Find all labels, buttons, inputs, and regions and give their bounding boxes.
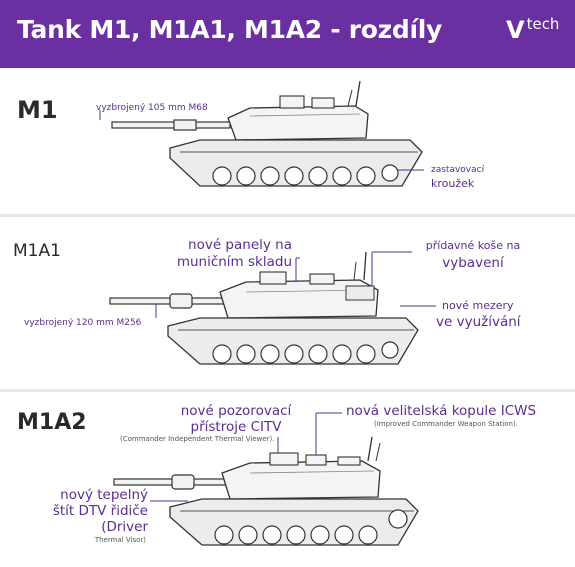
m1a1-gaps-label-1: nové mezery <box>442 299 514 312</box>
m1a1-panels-label-1: nové panely na <box>188 237 292 253</box>
section-divider-1 <box>0 214 575 217</box>
m1a1-gaps-label-2: ve využívání <box>436 314 521 330</box>
m1a1-armament-label: vyzbrojený 120 mm M256 <box>24 318 142 328</box>
tank-m1a2-illustration <box>113 412 419 546</box>
m1a2-citv-label-1: nové pozorovací <box>180 403 292 419</box>
variant-name-m1a1: M1A1 <box>13 241 61 261</box>
m1a2-dtv-label-3: (Driver <box>101 519 148 535</box>
m1a2-dtv-label-1: nový tepelný <box>60 487 148 503</box>
m1a2-dtv-sub: Thermal Visor) <box>94 536 146 544</box>
variant-name-m1: M1 <box>17 96 58 124</box>
logo-v: V <box>506 16 525 44</box>
m1a2-citv-sub: (Commander Independent Thermal Viewer). <box>120 435 275 443</box>
m1a2-citv-label-2: přístroje CITV <box>190 419 282 435</box>
m1a2-icws-sub: (Improved Commander Weapon Station). <box>374 420 518 428</box>
m1a1-baskets-label-1: přídavné koše na <box>425 239 521 252</box>
m1a2-dtv-label-2: štít DTV řidiče <box>52 503 148 519</box>
m1a1-baskets-label-2: vybavení <box>442 255 504 271</box>
page-title: Tank M1, M1A1, M1A2 - rozdíly <box>17 15 443 44</box>
tank-m1a1-illustration <box>109 251 436 365</box>
section-divider-2 <box>0 389 575 392</box>
m1-armament-label: vyzbrojený 105 mm M68 <box>96 103 208 113</box>
logo-tech: tech <box>526 15 560 33</box>
m1a1-panels-label-2: muničním skladu <box>176 254 292 270</box>
variant-name-m1a2: M1A2 <box>17 410 87 435</box>
m1a2-icws-label: nová velitelská kopule ICWS <box>346 403 537 419</box>
m1-ring-label-2: kroužek <box>431 177 475 190</box>
m1-ring-label-1: zastavovací <box>431 165 485 175</box>
tank-m1-illustration <box>99 80 424 187</box>
